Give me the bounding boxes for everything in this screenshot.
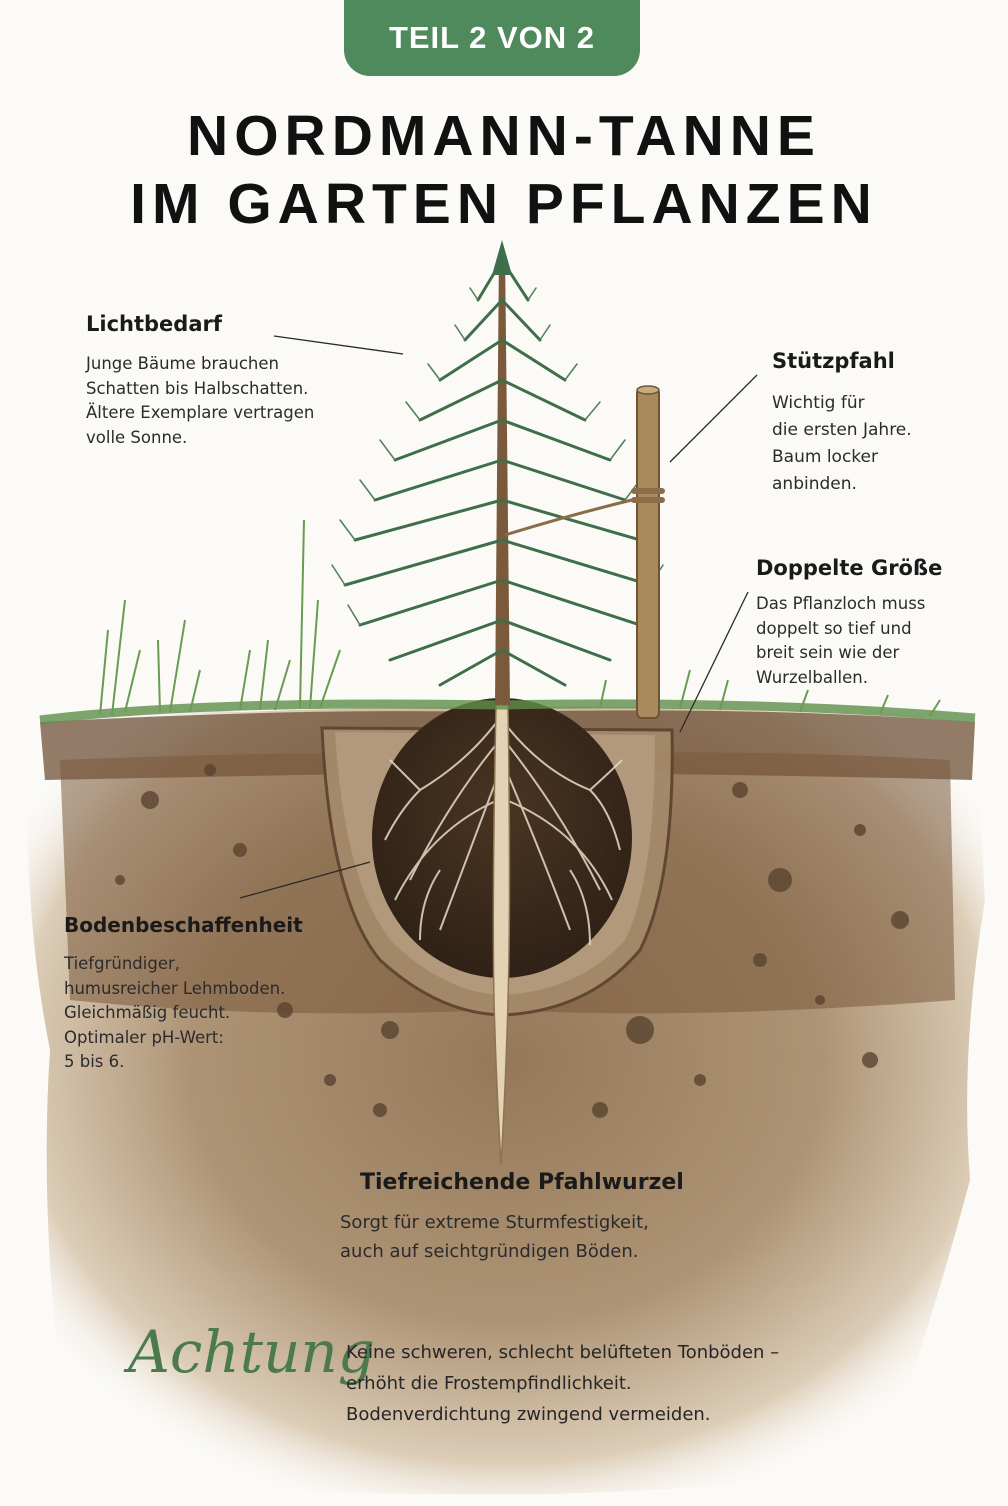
callout-light-line: Ältere Exemplare vertragen (86, 403, 315, 422)
support-stake (504, 385, 665, 719)
warning-text: Keine schweren, schlecht belüfteten Tonb… (346, 1337, 779, 1430)
callout-stake-text: Wichtig für die ersten Jahre. Baum locke… (772, 390, 912, 498)
callout-soil-line: Optimaler pH-Wert: (64, 1027, 224, 1047)
fir-tree (331, 240, 664, 687)
callout-stake-line: Baum locker (772, 447, 878, 467)
callout-stake-label: Stützpfahl (772, 349, 895, 373)
callout-soil-line: Tiefgründiger, (64, 954, 180, 973)
callout-double-size-line: Das Pflanzloch muss (756, 594, 926, 613)
warning-line: Bodenverdichtung zwingend vermeiden. (346, 1404, 711, 1425)
callout-light-label: Lichtbedarf (86, 312, 222, 336)
callout-double-size-line: Wurzelballen. (756, 667, 868, 687)
warning-line: Keine schweren, schlecht belüfteten Tonb… (346, 1342, 780, 1363)
warning-heading: Achtung (128, 1318, 375, 1386)
callout-soil-line: humusreicher Lehmboden. (64, 978, 286, 998)
part-badge: TEIL 2 VON 2 (344, 0, 640, 76)
page-title-line-1: NORDMANN-TANNE (187, 104, 821, 168)
callout-light-line: Junge Bäume brauchen (86, 354, 279, 373)
warning-line: erhöht die Frostempfindlichkeit. (346, 1373, 632, 1394)
taproot (492, 704, 511, 1166)
callout-soil-label: Bodenbeschaffenheit (64, 913, 303, 937)
callout-soil-line: 5 bis 6. (64, 1052, 125, 1071)
callout-double-size-line: breit sein wie der (756, 643, 900, 662)
page-title-line-2: IM GARTEN PFLANZEN (130, 172, 878, 236)
callout-double-size-label: Doppelte Größe (756, 556, 943, 580)
callout-lines (239, 335, 758, 899)
callout-light-line: Schatten bis Halbschatten. (86, 378, 309, 398)
callout-soil-line: Gleichmäßig feucht. (64, 1003, 231, 1022)
callout-light-text: Junge Bäume brauchen Schatten bis Halbsc… (86, 352, 314, 450)
callout-taproot-text: Sorgt für extreme Sturmfestigkeit, auch … (340, 1208, 649, 1266)
tree-trunk (495, 250, 510, 705)
callout-soil-text: Tiefgründiger, humusreicher Lehmboden. G… (64, 952, 285, 1075)
callout-taproot-line: auch auf seichtgründigen Böden. (340, 1241, 639, 1262)
callout-double-size-text: Das Pflanzloch muss doppelt so tief und … (756, 592, 925, 690)
callout-taproot-label: Tiefreichende Pfahlwurzel (360, 1170, 684, 1195)
callout-stake-line: Wichtig für (772, 393, 865, 413)
callout-stake-line: anbinden. (772, 474, 857, 494)
soil-cross-section (27, 706, 985, 1495)
callout-light-line: volle Sonne. (86, 427, 188, 447)
callout-double-size-line: doppelt so tief und (756, 618, 912, 638)
callout-taproot-line: Sorgt für extreme Sturmfestigkeit, (340, 1212, 649, 1233)
callout-stake-line: die ersten Jahre. (772, 420, 912, 440)
